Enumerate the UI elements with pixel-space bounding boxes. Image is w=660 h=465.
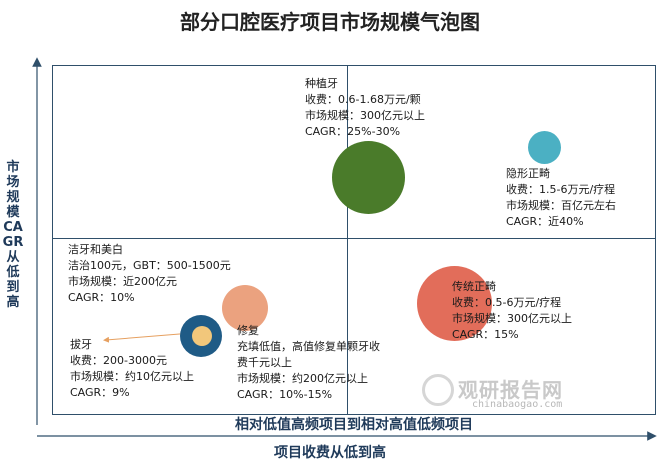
vertical-divider <box>347 65 348 415</box>
label-traditional-ortho-line: 市场规模：300亿元以上 <box>452 312 572 325</box>
plot-frame <box>52 65 656 415</box>
label-implant: 种植牙 收费：0.6-1.68万元/颗 市场规模：300亿元以上 CAGR：25… <box>305 76 425 140</box>
label-cleaning-line: 市场规模：近200亿元 <box>68 275 177 288</box>
label-restoration-line: 市场规模：约200亿元以上 <box>237 372 368 385</box>
horizontal-divider <box>52 238 656 239</box>
watermark-url: chinabaogao.com <box>472 399 563 410</box>
label-cleaning-name: 洁牙和美白 <box>68 243 123 256</box>
watermark-text: 观研报告网 <box>458 378 563 402</box>
bubble-implant <box>332 141 405 214</box>
bubble-extraction <box>192 326 212 346</box>
label-traditional-ortho: 传统正畸 收费：0.5-6万元/疗程 市场规模：300亿元以上 CAGR：15% <box>452 279 572 343</box>
label-implant-line: 市场规模：300亿元以上 <box>305 109 425 122</box>
label-invisible-ortho: 隐形正畸 收费：1.5-6万元/疗程 市场规模：百亿元左右 CAGR：近40% <box>506 166 616 230</box>
watermark: 观研报告网 chinabaogao.com <box>418 374 618 414</box>
label-cleaning-line: CAGR：10% <box>68 291 135 304</box>
watermark-logo-icon <box>422 374 454 406</box>
label-invisible-ortho-line: 市场规模：百亿元左右 <box>506 199 616 212</box>
label-extraction: 拔牙 收费：200-3000元 市场规模：约10亿元以上 CAGR：9% <box>70 337 194 401</box>
bubble-invisible-ortho <box>528 131 561 164</box>
y-axis-label: 市场规模CAGR从低到高 <box>2 160 24 310</box>
label-extraction-line: CAGR：9% <box>70 386 130 399</box>
label-invisible-ortho-name: 隐形正畸 <box>506 167 550 180</box>
label-restoration: 修复 充填低值，高值修复单颗牙收 费千元以上 市场规模：约200亿元以上 CAG… <box>237 323 380 403</box>
label-implant-line: CAGR：25%-30% <box>305 125 401 138</box>
label-invisible-ortho-line: CAGR：近40% <box>506 215 584 228</box>
label-implant-line: 收费：0.6-1.68万元/颗 <box>305 93 421 106</box>
label-restoration-line: 费千元以上 <box>237 356 292 369</box>
label-extraction-line: 市场规模：约10亿元以上 <box>70 370 194 383</box>
bubble-traditional-ortho <box>417 266 492 341</box>
label-restoration-line: 充填低值，高值修复单颗牙收 <box>237 340 380 353</box>
label-traditional-ortho-name: 传统正畸 <box>452 280 496 293</box>
label-extraction-line: 收费：200-3000元 <box>70 354 167 367</box>
label-cleaning-line: 洁治100元，GBT：500-1500元 <box>68 259 231 272</box>
x-axis-label-inner: 相对低值高频项目到相对高值低频项目 <box>235 417 473 433</box>
label-traditional-ortho-line: CAGR：15% <box>452 328 519 341</box>
label-restoration-name: 修复 <box>237 324 259 337</box>
label-traditional-ortho-line: 收费：0.5-6万元/疗程 <box>452 296 562 309</box>
chart-title: 部分口腔医疗项目市场规模气泡图 <box>180 10 480 34</box>
label-invisible-ortho-line: 收费：1.5-6万元/疗程 <box>506 183 616 196</box>
extraction-pointer-line <box>103 332 193 343</box>
label-extraction-name: 拔牙 <box>70 338 92 351</box>
label-restoration-line: CAGR：10%-15% <box>237 388 333 401</box>
label-implant-name: 种植牙 <box>305 77 338 90</box>
bubble-restoration <box>222 285 268 331</box>
x-axis-label-outer: 项目收费从低到高 <box>274 445 386 461</box>
label-cleaning: 洁牙和美白 洁治100元，GBT：500-1500元 市场规模：近200亿元 C… <box>68 242 231 306</box>
